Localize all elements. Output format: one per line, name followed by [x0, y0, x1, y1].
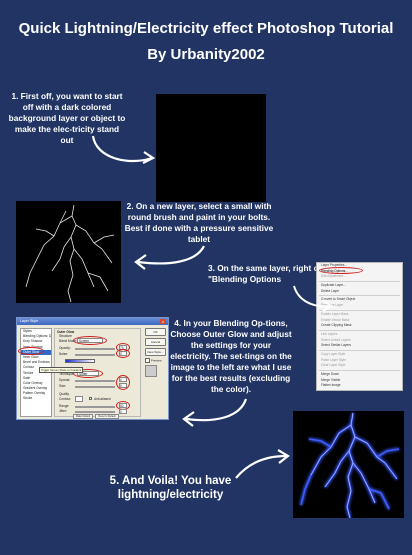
style-item[interactable]: Color Overlay: [23, 380, 43, 385]
style-item[interactable]: Gradient Overlay: [23, 386, 48, 391]
lightning-result-image: [293, 411, 404, 518]
highlight-oval: [116, 349, 130, 358]
technique-label: Technique:: [59, 372, 75, 376]
menu-item[interactable]: Create Clipping Mask: [321, 323, 352, 328]
cancel-button[interactable]: Cancel: [145, 338, 166, 346]
panel-heading: Outer Glow: [57, 330, 75, 334]
style-item[interactable]: Texture: [23, 370, 34, 375]
style-item[interactable]: Styles: [23, 329, 32, 333]
preview-row: Preview: [145, 358, 166, 363]
style-item[interactable]: Blending Options: Default: [23, 334, 51, 339]
arrow-icon: [91, 135, 156, 164]
menu-divider: [319, 281, 400, 283]
antialiased-checkbox[interactable]: [89, 397, 92, 400]
style-item[interactable]: Drop Shadow: [23, 339, 43, 344]
contour-label: Contour:: [59, 397, 72, 401]
opacity-slider[interactable]: [75, 348, 115, 350]
tutorial-author: By Urbanity2002: [147, 46, 265, 63]
style-item[interactable]: Inner Glow: [23, 354, 39, 359]
style-item[interactable]: Bevel and Emboss: [23, 360, 50, 365]
tutorial-title: Quick Lightning/Electricity effect Photo…: [18, 20, 394, 37]
style-item[interactable]: Pattern Overlay: [23, 391, 46, 396]
menu-item[interactable]: Select Similar Layers: [321, 343, 351, 348]
close-icon[interactable]: x: [160, 319, 166, 324]
contour-picker[interactable]: [75, 396, 83, 402]
layer-context-menu: Layer Properties... Blending Options... …: [316, 262, 403, 391]
menu-item[interactable]: Copy Layer Style: [321, 351, 346, 356]
highlight-oval: [73, 369, 103, 378]
menu-item[interactable]: Select Linked Layers: [321, 337, 351, 342]
arrow-icon: [293, 285, 333, 312]
step-5-text: 5. And Voila! You have lightning/electri…: [109, 475, 232, 501]
dialog-buttons: OK Cancel New Style... Preview: [145, 328, 166, 377]
menu-item[interactable]: Merge Visible: [321, 377, 341, 382]
jitter-slider[interactable]: [75, 411, 115, 413]
highlight-oval: [18, 347, 44, 355]
lightning-sketch-image: [16, 201, 121, 303]
style-item[interactable]: Contour: [23, 365, 35, 370]
spread-slider[interactable]: [75, 380, 115, 382]
style-item[interactable]: Satin: [23, 375, 31, 380]
menu-item[interactable]: Clear Layer Style: [321, 363, 346, 368]
menu-divider: [319, 370, 400, 371]
menu-item[interactable]: Convert to Smart Object: [321, 297, 356, 302]
step-3-text: 3. On the same layer, right click and se…: [208, 263, 375, 284]
menu-item[interactable]: Edit Adjustment...: [321, 274, 346, 279]
preview-label: Preview: [150, 358, 162, 363]
jitter-field[interactable]: 0: [119, 409, 127, 414]
opacity-label: Opacity:: [59, 346, 71, 350]
arrow-icon: [235, 449, 290, 479]
size-slider[interactable]: [75, 386, 115, 388]
menu-divider: [319, 349, 400, 351]
reset-default-button[interactable]: Reset to Default: [95, 414, 119, 419]
step-4-text: 4. In your Blending Op-tions, Choose Out…: [170, 318, 292, 394]
menu-item[interactable]: Delete Layer: [321, 288, 340, 293]
noise-slider[interactable]: [75, 354, 115, 356]
structure-heading: Structure: [59, 334, 72, 338]
quality-heading: Quality: [59, 392, 69, 396]
glow-gradient-swatch[interactable]: [65, 359, 95, 363]
style-item[interactable]: Stroke: [23, 396, 33, 401]
arrow-icon: [182, 398, 248, 427]
layer-style-dialog: Layer Style x Styles Blending Options: D…: [16, 317, 169, 420]
menu-item[interactable]: Flatten Image: [321, 383, 341, 388]
tooltip: Toggle Screen Mode to Gradient: [39, 367, 84, 373]
range-label: Range:: [59, 404, 70, 408]
step-2-text: 2. On a new layer, select a small with r…: [124, 201, 274, 244]
antialiased-label: Anti-aliased: [94, 397, 111, 401]
preview-checkbox[interactable]: [145, 358, 150, 363]
arrow-icon: [134, 245, 205, 270]
menu-item[interactable]: Rasterize Layer: [321, 303, 344, 308]
highlight-oval: [73, 336, 107, 345]
menu-divider: [319, 295, 400, 297]
spread-label: Spread:: [59, 378, 71, 382]
noise-label: Noise:: [59, 352, 69, 356]
menu-item[interactable]: Merge Down: [321, 372, 340, 376]
menu-item[interactable]: Enable Layer Mask: [321, 311, 349, 316]
blend-mode-label: Blend Mode:: [59, 339, 77, 343]
ok-button[interactable]: OK: [145, 328, 166, 336]
make-default-button[interactable]: Make Default: [73, 414, 93, 419]
black-background-image: [156, 94, 266, 202]
menu-divider: [319, 329, 400, 331]
step-1-text: 1. First off, you want to start off with…: [8, 91, 126, 145]
highlight-oval: [116, 375, 130, 390]
menu-divider: [319, 309, 400, 311]
menu-item[interactable]: Link Layers: [321, 331, 338, 336]
new-style-button[interactable]: New Style...: [145, 348, 166, 356]
menu-item[interactable]: Paste Layer Style: [321, 357, 346, 362]
menu-item[interactable]: Duplicate Layer...: [321, 283, 346, 288]
menu-item[interactable]: Enable Vector Mask: [321, 317, 350, 322]
menu-item[interactable]: Layer Properties...: [321, 263, 348, 267]
jitter-label: Jitter:: [59, 409, 67, 413]
highlight-oval: [319, 267, 363, 274]
dialog-title-bar: Layer Style: [17, 318, 168, 325]
size-label: Size:: [59, 384, 67, 388]
range-slider[interactable]: [75, 406, 115, 408]
style-preview-swatch: [145, 365, 157, 377]
